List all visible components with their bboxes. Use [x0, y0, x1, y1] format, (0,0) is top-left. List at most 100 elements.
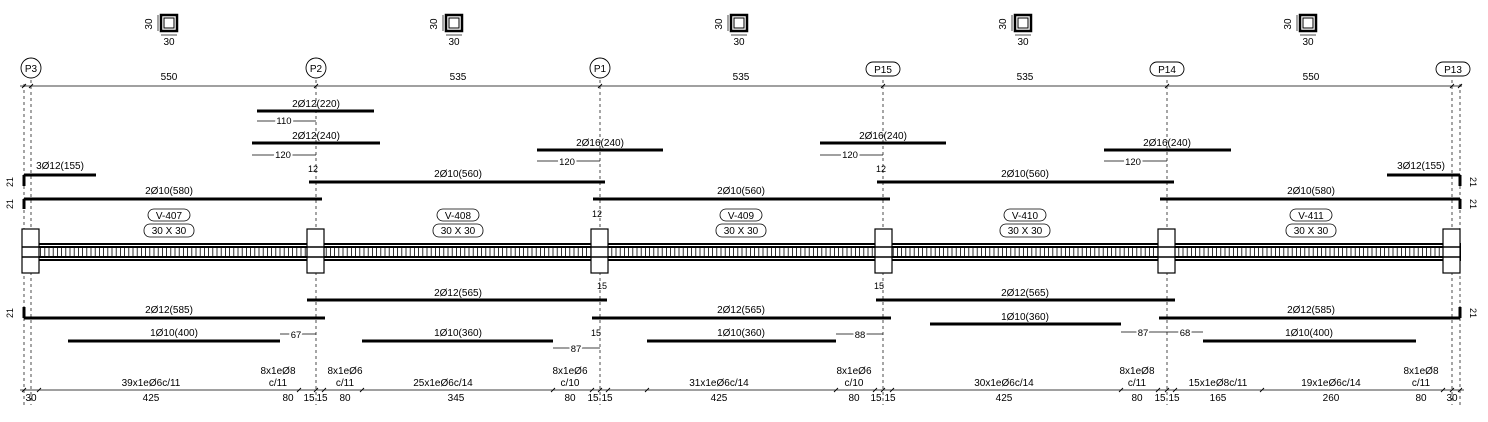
svg-text:P13: P13	[1444, 65, 1462, 76]
span-lengths: 550 535 535 535 550	[161, 72, 1320, 83]
rebar-label: 1Ø10(360)	[717, 328, 765, 339]
dimension-tick	[1164, 83, 1170, 89]
svg-text:V-407: V-407	[156, 211, 183, 222]
rebar-label-hidden: 2Ø10(560)	[431, 169, 479, 180]
pillar-sections	[21, 228, 1461, 274]
beam-tag-v410: V-410 30 X 30	[999, 208, 1051, 238]
pillar-section	[590, 228, 609, 274]
rebar-label: 2Ø16(240)	[576, 138, 624, 149]
dimension-tick	[880, 83, 886, 89]
rebar-label: 1Ø10(360)	[434, 328, 482, 339]
svg-text:80: 80	[848, 393, 860, 404]
beam-tag-v408: V-408 30 X 30	[432, 208, 484, 238]
svg-text:15: 15	[870, 393, 882, 404]
dimension-tick	[1457, 387, 1463, 393]
stirrup-sub: c/11	[269, 378, 288, 389]
rebar-label: 2Ø10(560)	[717, 186, 765, 197]
section-symbol-5: 30 30	[1283, 13, 1318, 48]
stirrup-labels: 39x1eØ6c/11 8x1eØ8 c/11 8x1eØ6 c/11 25x1…	[122, 366, 1439, 389]
dimension-tick	[550, 387, 556, 393]
pillar-marker-p15: P15	[865, 61, 901, 77]
svg-text:V-410: V-410	[1012, 211, 1039, 222]
svg-text:80: 80	[339, 393, 351, 404]
rebar-label: 2Ø12(565)	[434, 288, 482, 299]
section-h-label: 30	[144, 18, 155, 30]
top-main-bars: 2Ø10(560) 2Ø10(560) 2Ø10(580) 2Ø10(560) …	[22, 169, 1462, 209]
section-symbol-4: 30 30	[998, 13, 1033, 48]
top-extra-bars: 2Ø12(220) 110 2Ø12(240) 120 2Ø16(240) 12…	[252, 99, 1231, 170]
svg-text:30 X 30: 30 X 30	[1294, 226, 1329, 237]
dimension-tick	[1164, 387, 1170, 393]
stirrup-sub: c/10	[845, 378, 864, 389]
rebar-label: 2Ø16(240)	[1143, 138, 1191, 149]
bottom-dimension-values: 30 425 80 15 15 80 345 80 15 15 425 80 1…	[25, 393, 1458, 404]
span-length: 550	[161, 72, 178, 83]
anchor-length: 120	[1125, 157, 1141, 168]
svg-text:12: 12	[592, 209, 602, 219]
svg-text:68: 68	[1180, 328, 1191, 339]
stirrup-label: 31x1eØ6c/14	[689, 378, 749, 389]
svg-text:80: 80	[282, 393, 294, 404]
pillar-marker-p14: P14	[1149, 61, 1185, 77]
dimension-tick	[1118, 387, 1124, 393]
svg-text:V-411: V-411	[1298, 211, 1324, 222]
dimension-tick	[36, 387, 42, 393]
dimension-tick	[359, 387, 365, 393]
svg-text:V-409: V-409	[728, 211, 755, 222]
pillar-section	[1442, 228, 1461, 274]
svg-text:80: 80	[564, 393, 576, 404]
svg-text:V-408: V-408	[445, 211, 472, 222]
dimension-ticks	[21, 83, 1463, 393]
svg-text:80: 80	[1131, 393, 1143, 404]
section-symbol-1: 30 30	[144, 13, 179, 48]
section-w-label: 30	[448, 37, 460, 48]
beam-tag-v407: V-407 30 X 30	[143, 208, 195, 238]
rebar-label: 2Ø10(580)	[1287, 186, 1335, 197]
svg-text:345: 345	[448, 393, 465, 404]
dimension-tick	[321, 387, 327, 393]
dimension-tick	[1449, 387, 1455, 393]
rebar-label: 2Ø12(565)	[1001, 288, 1049, 299]
rebar-label: 2Ø10(560)	[434, 169, 482, 180]
stirrup-label: 8x1eØ6	[552, 366, 587, 377]
stirrup-label: 15x1eØ8c/11	[1189, 378, 1248, 389]
dimension-tick	[1155, 387, 1161, 393]
svg-text:15: 15	[597, 281, 607, 291]
stirrup-sub: c/11	[336, 378, 355, 389]
svg-text:425: 425	[711, 393, 728, 404]
rebar-label: 2Ø10(560)	[1001, 169, 1049, 180]
svg-text:21: 21	[1468, 177, 1478, 187]
dimension-tick	[1440, 387, 1446, 393]
svg-text:12: 12	[876, 164, 886, 174]
end-bars: 3Ø12(155) 3Ø12(155)	[22, 161, 1462, 186]
svg-text:21: 21	[5, 199, 15, 209]
dimension-tick	[589, 387, 595, 393]
span-length: 535	[1017, 72, 1034, 83]
dimension-tick	[597, 387, 603, 393]
svg-text:21: 21	[5, 177, 15, 187]
rebar-label: 3Ø12(155)	[36, 161, 84, 172]
stirrup-label: 8x1eØ8	[1119, 366, 1154, 377]
pillar-section	[1157, 228, 1176, 274]
section-h-label: 30	[998, 18, 1009, 30]
stirrup-label: 8x1eØ6	[836, 366, 871, 377]
stirrup-label: 25x1eØ6c/14	[413, 378, 473, 389]
anchor-length: 120	[842, 150, 858, 161]
pillar-section	[306, 228, 325, 274]
section-symbol-2: 30 30	[429, 13, 464, 48]
stirrup-sub: c/11	[1412, 378, 1431, 389]
svg-text:165: 165	[1210, 393, 1227, 404]
dimension-tick	[1457, 83, 1463, 89]
svg-text:15: 15	[884, 393, 896, 404]
section-w-label: 30	[733, 37, 745, 48]
rebar-label: 2Ø16(240)	[859, 131, 907, 142]
anchor-length: 120	[559, 157, 575, 168]
svg-text:67: 67	[291, 330, 302, 341]
svg-text:425: 425	[996, 393, 1013, 404]
rebar-label: 3Ø12(155)	[1397, 161, 1445, 172]
svg-text:30: 30	[1446, 393, 1458, 404]
small-dimension-labels: 21 21 21 21 12 12 12 15 15 15 21 21	[5, 164, 1478, 338]
pillar-beam-lines	[22, 246, 1460, 258]
svg-text:30 X 30: 30 X 30	[441, 226, 476, 237]
